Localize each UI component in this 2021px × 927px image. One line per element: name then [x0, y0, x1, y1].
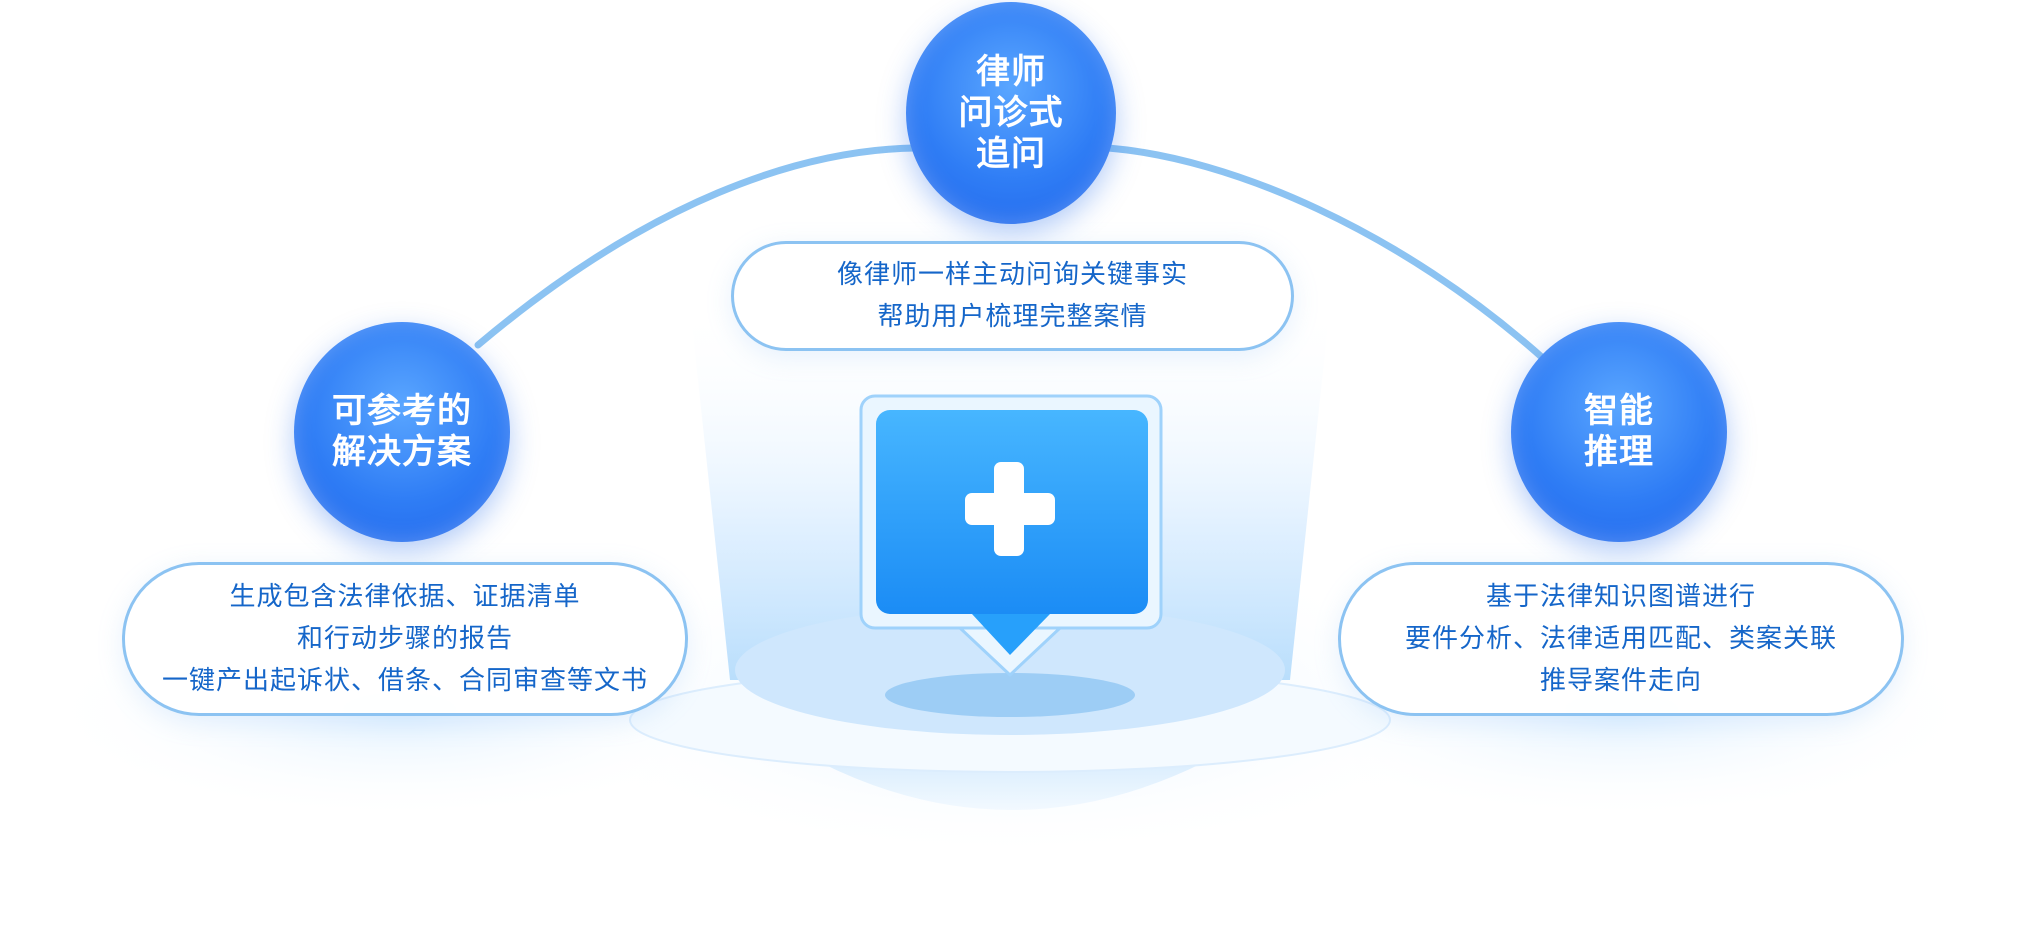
right-desc-line: 要件分析、法律适用匹配、类案关联 — [1404, 624, 1837, 654]
center-desc-line: 帮助用户梳理完整案情 — [877, 302, 1148, 332]
center-node-title: 律师 问诊式 追问 — [958, 51, 1064, 174]
connector-arc — [1104, 144, 1549, 364]
right-node: 智能 推理 — [1511, 322, 1727, 542]
center-description-box: 像律师一样主动问询关键事实 帮助用户梳理完整案情 — [731, 241, 1294, 351]
left-node: 可参考的 解决方案 — [294, 322, 510, 542]
left-desc-line: 一键产出起诉状、借条、合同审查等文书 — [161, 666, 648, 696]
right-desc-line: 推导案件走向 — [1539, 666, 1702, 696]
center-desc-line: 像律师一样主动问询关键事实 — [836, 260, 1188, 290]
center-node: 律师 问诊式 追问 — [906, 2, 1116, 224]
right-description-box: 基于法律知识图谱进行 要件分析、法律适用匹配、类案关联 推导案件走向 — [1338, 562, 1904, 716]
left-description-box: 生成包含法律依据、证据清单 和行动步骤的报告 一键产出起诉状、借条、合同审查等文… — [122, 562, 688, 716]
connector-arc — [474, 144, 919, 349]
pedestal-shadow — [885, 673, 1135, 717]
left-node-title: 可参考的 解决方案 — [332, 391, 472, 472]
left-desc-line: 和行动步骤的报告 — [296, 624, 513, 654]
left-desc-line: 生成包含法律依据、证据清单 — [229, 582, 581, 612]
medical-cross-chat-icon — [859, 394, 1163, 677]
right-node-title: 智能 推理 — [1584, 391, 1654, 472]
right-desc-line: 基于法律知识图谱进行 — [1485, 582, 1756, 612]
